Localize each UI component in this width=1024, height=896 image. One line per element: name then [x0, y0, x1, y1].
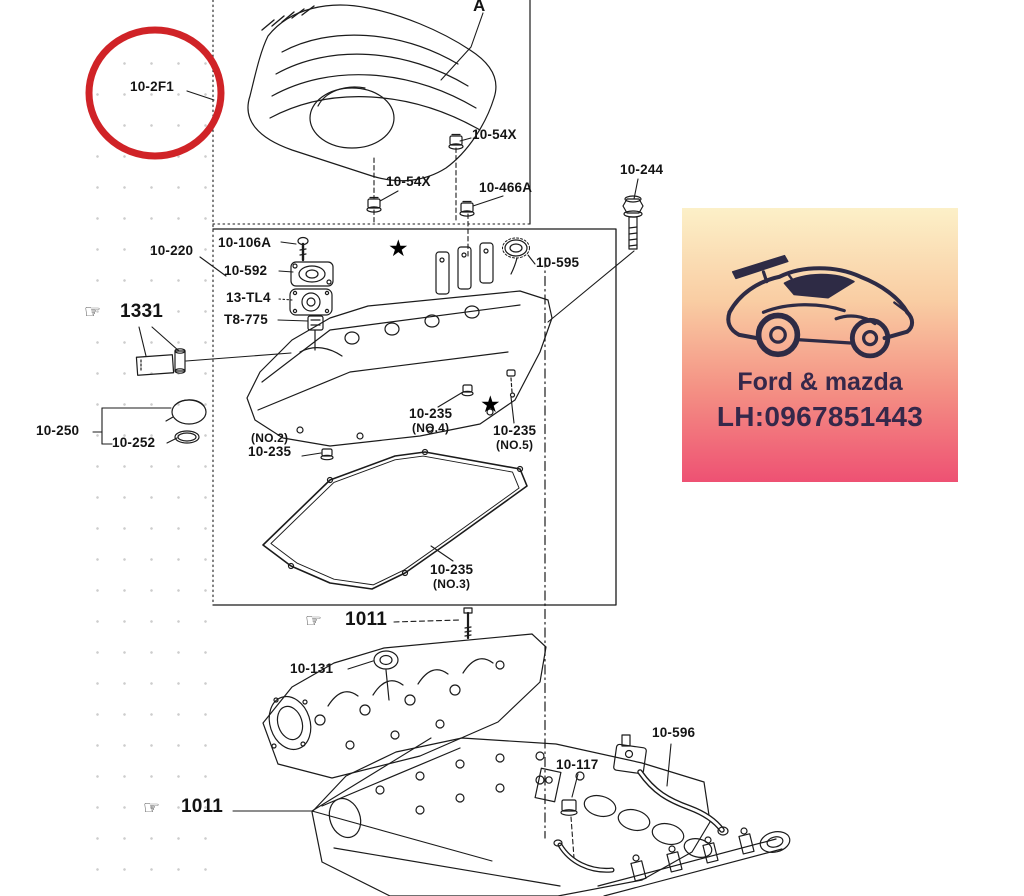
part-note-no2: (NO.2)	[251, 431, 289, 445]
part-label-10-2F1: 10-2F1	[130, 79, 174, 94]
pointing-hand-icon: ☞	[143, 798, 161, 819]
part-number-10-235-no3: 10-235	[430, 562, 474, 577]
part-label-13-TL4: 13-TL4	[226, 290, 271, 305]
pointing-hand-icon: ☞	[305, 611, 323, 632]
pointing-hand-icon: ☞	[84, 302, 102, 323]
part-number-10-235-no4: 10-235	[409, 406, 453, 421]
part-label-10-235-no2: (NO.2) 10-235	[248, 432, 291, 460]
oil-cap-drawing	[165, 399, 207, 444]
seller-name: Ford & mazda	[737, 368, 903, 396]
part-note-no3: (NO.3)	[433, 576, 471, 591]
part-note-no4: (NO.4)	[412, 420, 450, 435]
part-number-10-235-no2: 10-235	[248, 443, 292, 459]
cap-10-131-drawing	[373, 650, 399, 701]
part-label-10-220: 10-220	[150, 243, 194, 258]
fuel-rail-drawing	[597, 827, 791, 896]
cylinder-head-drawing	[311, 737, 713, 896]
gasket-drawing	[262, 448, 528, 590]
cap-10-595-drawing	[502, 237, 530, 275]
part-label-T8-775: T8-775	[224, 312, 268, 327]
part-note-no5: (NO.5)	[496, 437, 534, 452]
star-marker-icon: ★	[480, 391, 501, 417]
part-label-10-235-no5: 10-235 (NO.5)	[493, 423, 537, 452]
part-label-10-235-no4: 10-235 (NO.4)	[409, 406, 453, 435]
part-label-10-244: 10-244	[620, 162, 664, 177]
pipe-10-117-drawing	[534, 767, 615, 873]
mount-nut-10-466A	[459, 200, 475, 217]
part-number-10-235-no5: 10-235	[493, 423, 537, 438]
part-label-10-595: 10-595	[536, 255, 580, 270]
seller-watermark: Ford & mazda LH:0967851443	[682, 208, 958, 482]
highlight-circle	[85, 26, 225, 160]
part-1331-drawing	[135, 348, 186, 376]
bolts-10-235	[320, 369, 516, 461]
pipe-10-596-drawing	[613, 734, 729, 836]
leader-lines	[92, 12, 672, 862]
part-label-10-106A: 10-106A	[218, 235, 272, 250]
part-label-1331: 1331	[120, 301, 164, 322]
seller-phone: LH:0967851443	[716, 401, 924, 432]
engine-cover-drawing	[247, 4, 497, 182]
part-label-10-250: 10-250	[36, 423, 80, 438]
bolt-10-244-drawing	[622, 195, 644, 250]
part-label-10-131: 10-131	[290, 661, 334, 676]
part-label-10-596: 10-596	[652, 725, 696, 740]
part-label-1011-upper: 1011	[345, 609, 388, 630]
part-label-10-592: 10-592	[224, 263, 268, 278]
part-label-10-117: 10-117	[556, 757, 599, 772]
mount-nut-10-54X-upper	[448, 133, 464, 150]
part-label-10-54X-upper: 10-54X	[472, 127, 517, 142]
part-label-1011-lower: 1011	[181, 796, 224, 817]
stud-1011-drawing	[463, 607, 473, 640]
star-marker-icon: ★	[388, 235, 409, 261]
small-parts-column	[289, 236, 334, 351]
part-label-10-235-no3: 10-235 (NO.3)	[430, 562, 474, 591]
part-label-10-54X-left: 10-54X	[386, 174, 431, 189]
detail-frames	[212, 0, 617, 839]
sports-car-icon	[726, 254, 915, 359]
view-label-a: A	[473, 0, 486, 15]
valve-cover-drawing	[246, 242, 553, 447]
camshaft-carrier-drawing	[262, 633, 547, 779]
part-label-10-466A: 10-466A	[479, 180, 533, 195]
part-label-10-252: 10-252	[112, 435, 156, 450]
